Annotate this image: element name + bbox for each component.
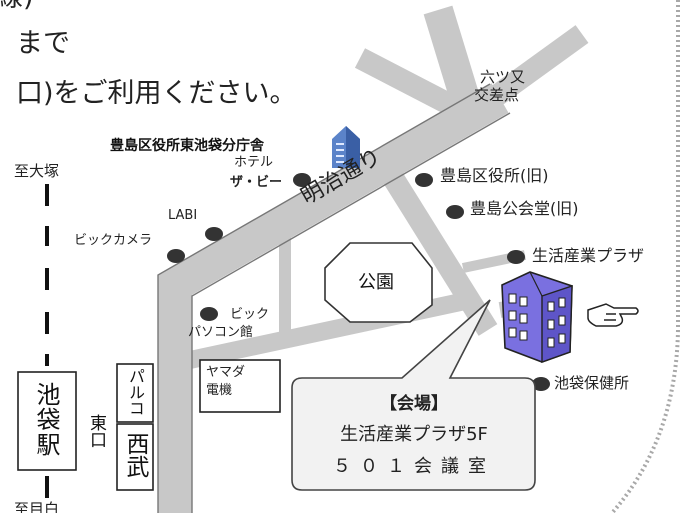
- label-life-industry-plaza: 生活産業プラザ: [532, 246, 645, 265]
- label-health-center: 池袋保健所: [554, 374, 630, 392]
- label-labi: LABI: [168, 208, 198, 223]
- road-diagonal-south: [375, 159, 498, 336]
- label-rokutsumata-line2: 交差点: [474, 86, 520, 104]
- venue-title: 【会場】: [380, 394, 448, 414]
- label-old-public-hall: 豊島公会堂(旧): [470, 199, 579, 218]
- marker-bic-camera: [167, 249, 185, 263]
- marker-health-center: [532, 377, 550, 391]
- label-to-mejiro: 至目白: [14, 500, 60, 513]
- rokutsumata-branch-north: [423, 5, 485, 120]
- label-bic-pc-line2: パソコン館: [188, 325, 254, 340]
- label-to-otsuka: 至大塚: [14, 162, 60, 180]
- meiji-dori-road: [158, 83, 509, 513]
- label-seibu: 西武: [122, 432, 148, 478]
- label-ikebukuro-station: 池袋駅: [32, 382, 60, 457]
- park-outline: [324, 242, 433, 323]
- pointing-hand-icon: [587, 303, 639, 327]
- label-hotel-line2: ザ・ビー: [230, 175, 283, 190]
- label-hotel-line1: ホテル: [234, 155, 274, 170]
- marker-bic-pc: [200, 307, 218, 321]
- intro-line2: まで: [16, 28, 70, 59]
- label-yamada-line1: ヤマダ: [206, 365, 246, 380]
- venue-line2: ５０１会議室: [333, 456, 495, 477]
- label-ward-branch-office: 豊島区役所東池袋分庁舎: [110, 138, 264, 154]
- marker-old-public-hall: [446, 205, 464, 219]
- marker-labi: [205, 227, 223, 241]
- dotted-border: [610, 0, 680, 513]
- rokutsumata-branch-east: [463, 25, 589, 124]
- marker-hotel: [293, 173, 311, 187]
- marker-old-ward-office: [415, 173, 433, 187]
- marker-plaza: [507, 250, 525, 264]
- venue-line1: 生活産業プラザ5F: [340, 424, 488, 445]
- label-old-ward-office: 豊島区役所(旧): [440, 166, 549, 185]
- intro-line1: 線): [0, 0, 34, 11]
- label-east-exit: 東口: [86, 414, 106, 448]
- location-markers: [167, 173, 550, 391]
- label-parco: パルコ: [126, 368, 145, 416]
- label-yamada-line2: 電機: [206, 383, 233, 398]
- venue-callout: [291, 299, 536, 491]
- ikebukuro-station-box: [17, 371, 77, 471]
- label-rokutsumata-line1: 六ツ又: [480, 68, 526, 86]
- office-building-icon: [332, 126, 360, 168]
- label-bic-camera: ビックカメラ: [74, 233, 153, 248]
- parco-box: [116, 363, 154, 423]
- seibu-box: [116, 423, 154, 491]
- venue-building-icon: [501, 271, 573, 363]
- yamada-box: [199, 359, 281, 413]
- label-bic-pc-line1: ビック: [230, 307, 270, 322]
- label-park: 公園: [358, 272, 394, 293]
- intro-line3: 口)をご利用ください。: [16, 78, 297, 109]
